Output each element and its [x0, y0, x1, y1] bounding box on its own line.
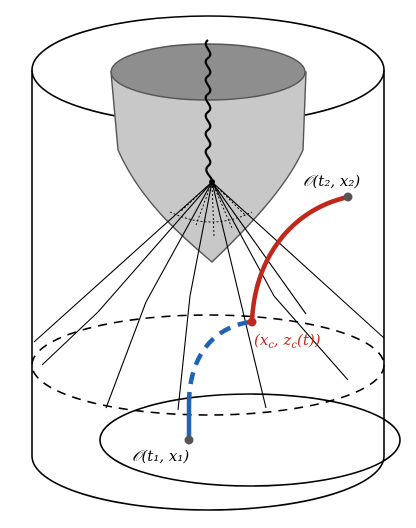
- collision-close: (t)): [297, 331, 321, 349]
- red-trajectory: [249, 194, 351, 325]
- dashed-time-slice-ellipse: [31, 314, 385, 416]
- geodesic-rays: [33, 181, 385, 411]
- wavy-string: [204, 39, 214, 183]
- blue-trajectory-dashed: [186, 319, 251, 405]
- cylinder-bottom-ellipse-front: [31, 455, 385, 511]
- collision-sub-2: c: [291, 340, 297, 351]
- collision-open: (x: [254, 331, 269, 349]
- collision-sub-1: c: [268, 340, 274, 351]
- operator-bottom-label: 𝒪(t₁, x₁): [132, 447, 189, 465]
- operator-bottom-dot: [184, 435, 194, 445]
- cone-top-ellipse: [110, 43, 306, 101]
- cone-apex-dot: [209, 179, 215, 185]
- operator-top-label: 𝒪(t₂, x₂): [303, 172, 360, 190]
- inner-bottom-ellipse: [99, 393, 401, 487]
- collision-point-label: (xc, zc(t)): [254, 331, 321, 351]
- operator-top-dot: [343, 192, 353, 202]
- collision-point-dot: [247, 317, 257, 327]
- cone-inner-dotted-arc: [169, 211, 253, 223]
- collision-mid: , z: [274, 331, 292, 349]
